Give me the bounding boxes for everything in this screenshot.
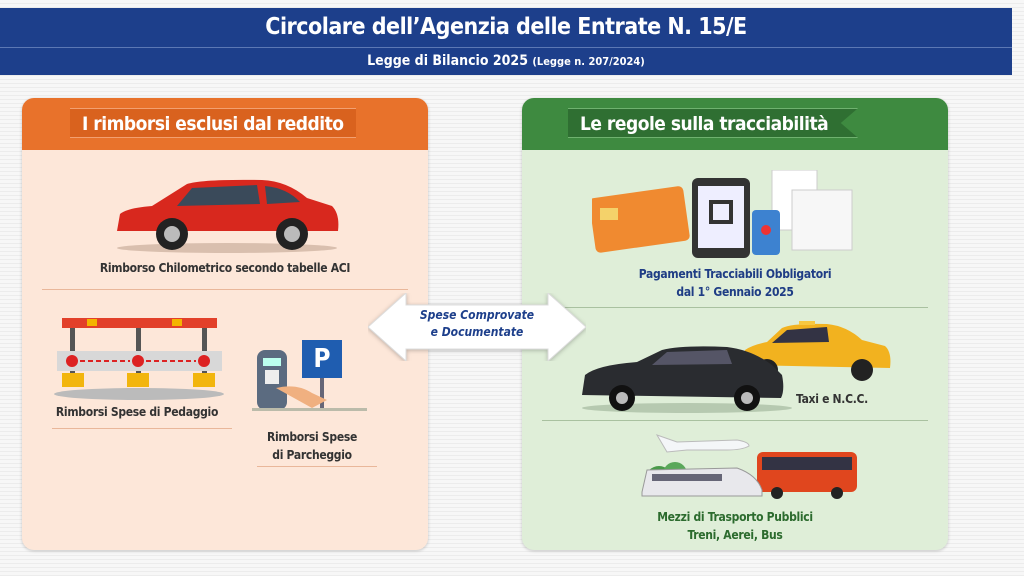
left-panel: I rimborsi esclusi dal reddito Rimborso … bbox=[22, 98, 428, 550]
parking-meter-icon bbox=[252, 340, 367, 411]
parking-label-line1: Rimborsi Spese bbox=[267, 430, 357, 444]
public-transport-line1: Mezzi di Trasporto Pubblici bbox=[657, 510, 813, 524]
parking-label: Rimborsi Spese di Parcheggio bbox=[247, 428, 377, 464]
page-title: Circolare dell’Agenzia delle Entrate N. … bbox=[265, 14, 747, 40]
double-arrow-icon bbox=[368, 293, 586, 361]
payment-cards-icon bbox=[592, 170, 853, 258]
public-transport-line2: Treni, Aerei, Bus bbox=[687, 528, 783, 542]
taxi-label: Taxi e N.C.C. bbox=[796, 392, 868, 406]
parking-sign: P bbox=[313, 344, 331, 374]
left-panel-header: I rimborsi esclusi dal reddito bbox=[22, 98, 428, 150]
arrow-label: Spese Comprovate e Documentate bbox=[368, 307, 586, 341]
left-panel-title: I rimborsi esclusi dal reddito bbox=[70, 108, 356, 138]
parking-label-line2: di Parcheggio bbox=[272, 448, 352, 462]
divider bbox=[257, 466, 377, 467]
toll-label: Rimborsi Spese di Pedaggio bbox=[55, 405, 219, 419]
double-arrow: Spese Comprovate e Documentate bbox=[368, 293, 586, 361]
subtitle-note: (Legge n. 207/2024) bbox=[532, 55, 645, 68]
traceable-payments-line1: Pagamenti Tracciabili Obbligatori bbox=[638, 267, 832, 281]
arrow-label-line2: e Documentate bbox=[430, 325, 524, 339]
right-panel-header: Le regole sulla tracciabilità bbox=[522, 98, 948, 150]
divider bbox=[52, 428, 232, 429]
divider bbox=[542, 307, 928, 308]
header-banner: Circolare dell’Agenzia delle Entrate N. … bbox=[0, 8, 1012, 75]
divider bbox=[542, 420, 928, 421]
km-reimbursement-label: Rimborso Chilometrico secondo tabelle AC… bbox=[99, 261, 351, 275]
red-car-icon bbox=[117, 179, 339, 253]
right-panel-title: Le regole sulla tracciabilità bbox=[568, 108, 859, 138]
right-panel: Le regole sulla tracciabilità Pagamenti … bbox=[522, 98, 948, 550]
subtitle-text: Legge di Bilancio 2025 bbox=[367, 53, 528, 69]
traceable-payments-line2: dal 1° Gennaio 2025 bbox=[676, 285, 794, 299]
header-divider bbox=[0, 47, 1012, 48]
traceable-payments-label: Pagamenti Tracciabili Obbligatori dal 1° … bbox=[522, 265, 948, 301]
public-transport-icon bbox=[641, 434, 857, 499]
toll-booth-icon bbox=[54, 318, 224, 400]
divider bbox=[42, 289, 408, 290]
taxi-car-icon bbox=[582, 321, 891, 413]
page-subtitle: Legge di Bilancio 2025 (Legge n. 207/202… bbox=[0, 53, 1012, 69]
arrow-label-line1: Spese Comprovate bbox=[419, 308, 535, 322]
